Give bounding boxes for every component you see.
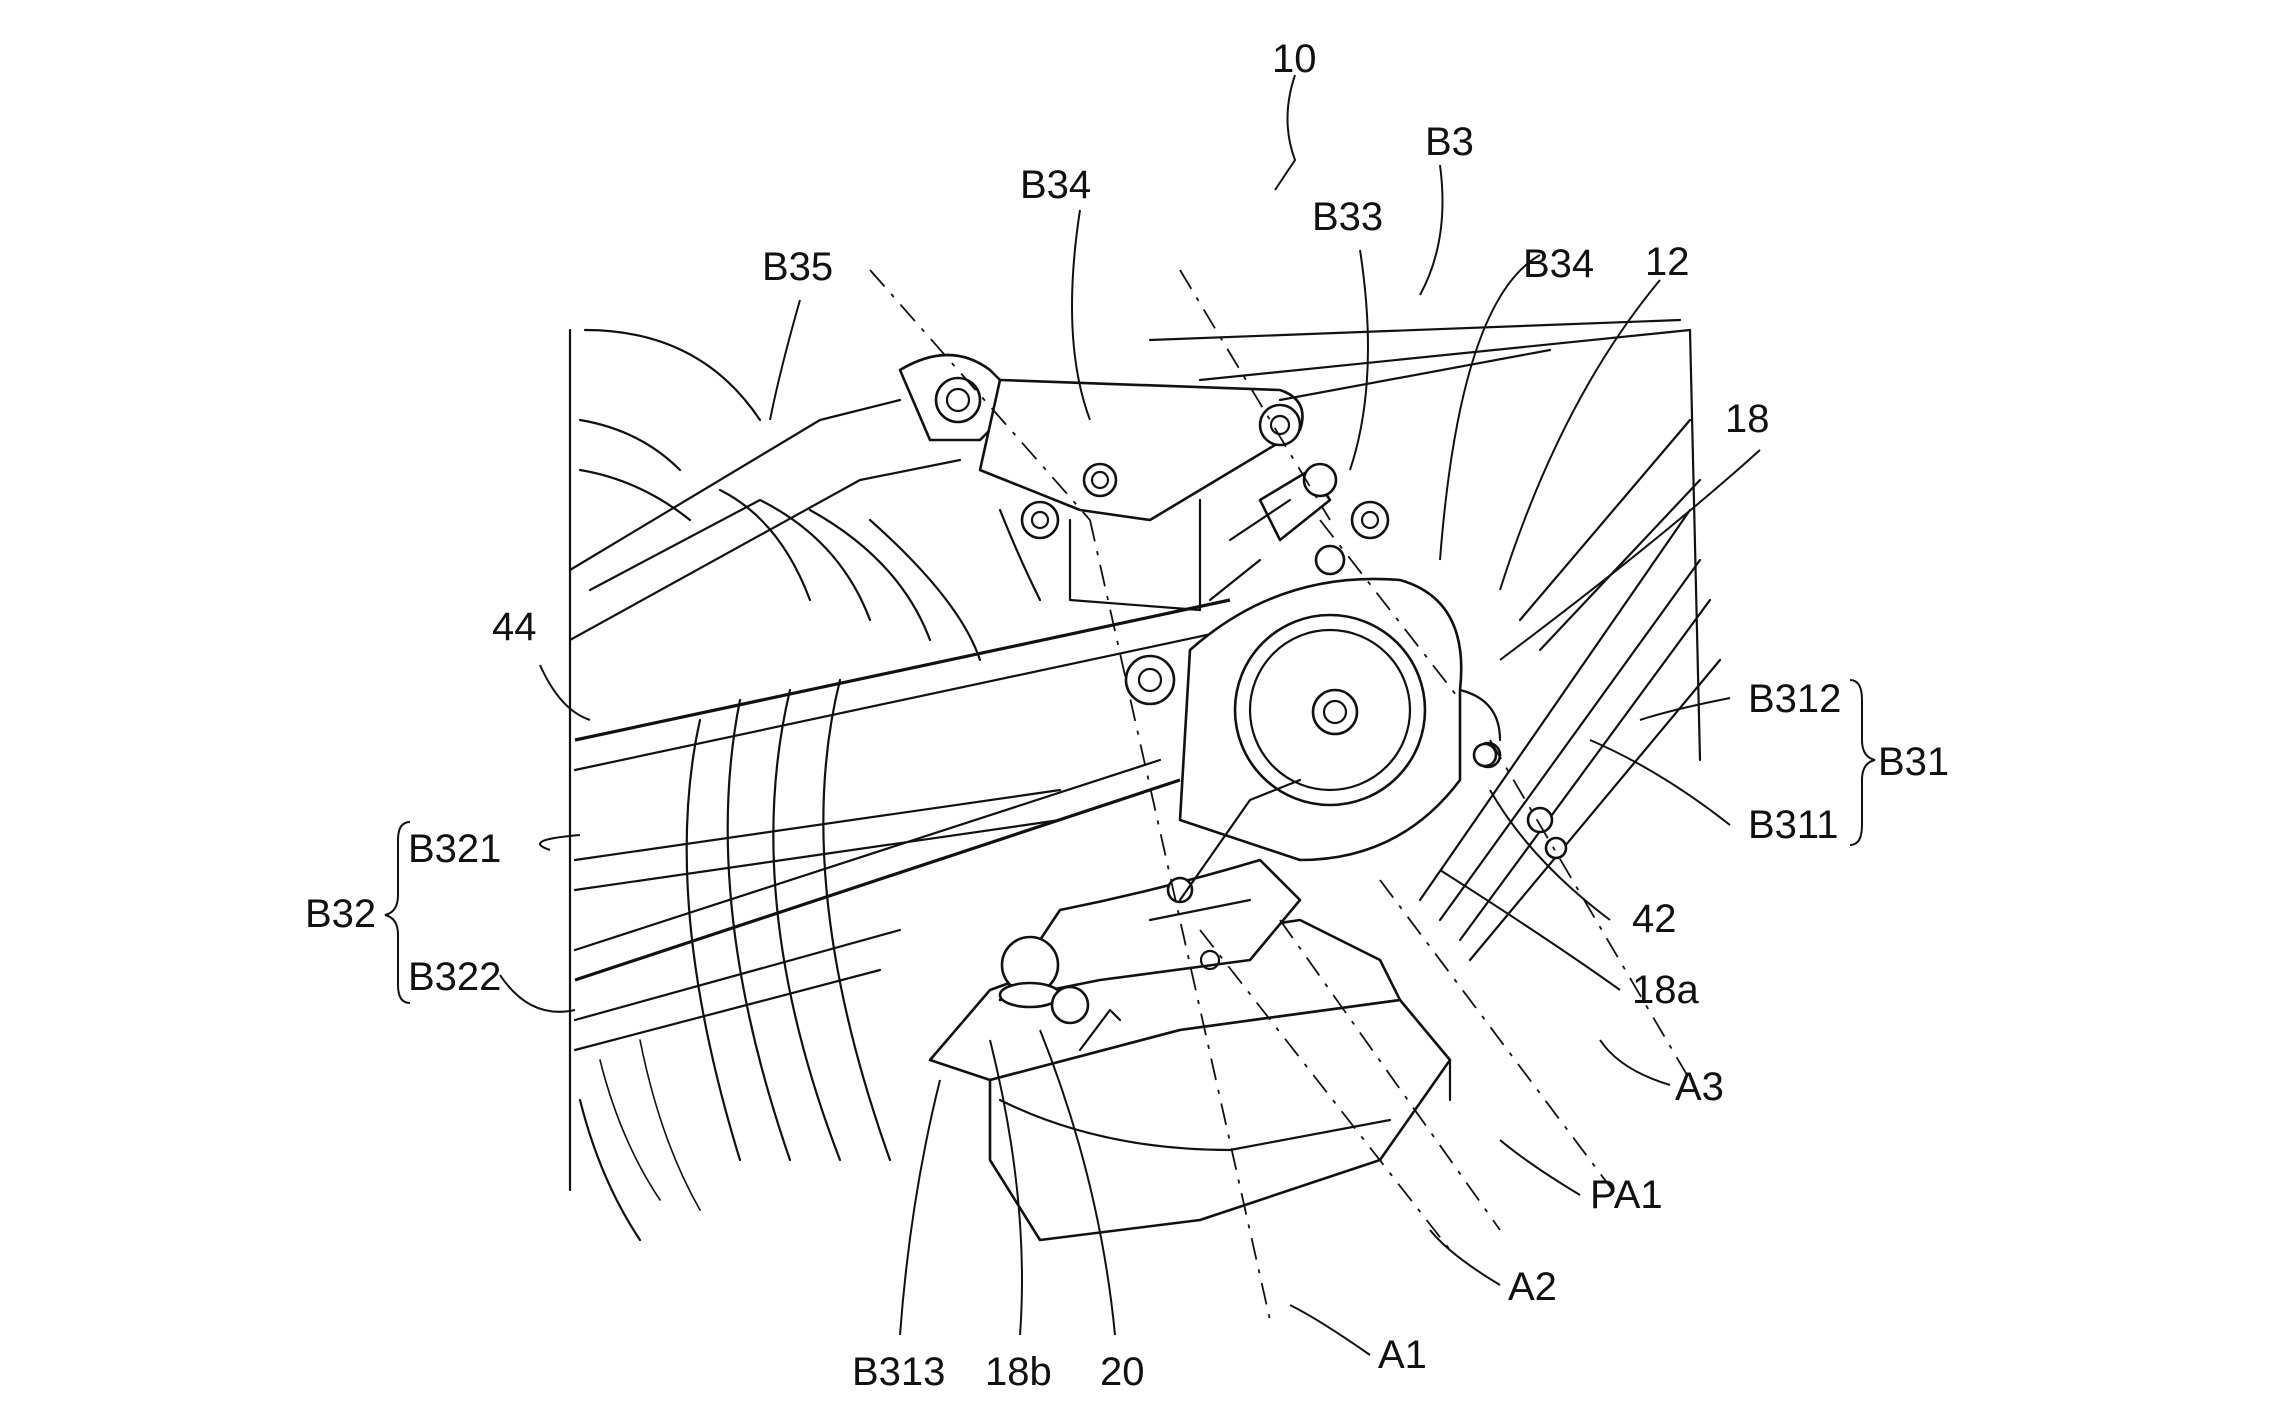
label-10: 10 [1272, 37, 1317, 81]
wheel-drum-lines [568, 328, 982, 1242]
label-b34-top: B34 [1020, 163, 1091, 207]
rod-b33 [1208, 462, 1390, 602]
label-b34-right: B34 [1523, 242, 1594, 286]
label-44: 44 [492, 605, 537, 649]
upper-arm-b35 [568, 353, 1022, 642]
label-a2: A2 [1508, 1265, 1557, 1309]
label-b311: B311 [1748, 803, 1838, 847]
label-b31: B31 [1878, 740, 1949, 784]
reference-labels: 10 B3 B34 B33 B34 12 B35 18 44 B312 B31 … [305, 37, 1949, 1394]
leader-lines [384, 74, 1876, 1356]
label-b3: B3 [1425, 120, 1474, 164]
label-b313: B313 [852, 1350, 945, 1394]
pulley-12 [1178, 577, 1502, 862]
bracket-b34 [978, 378, 1304, 612]
belt-arm-b32 [573, 598, 1232, 1052]
label-12: 12 [1645, 240, 1690, 284]
label-a3: A3 [1675, 1065, 1724, 1109]
housing-18 [928, 778, 1452, 1242]
label-42: 42 [1632, 897, 1677, 941]
axis-lines [869, 269, 1691, 1321]
label-b35: B35 [762, 245, 833, 289]
label-a1: A1 [1378, 1333, 1427, 1377]
label-18: 18 [1725, 397, 1770, 441]
label-pa1: PA1 [1590, 1173, 1663, 1217]
label-b321: B321 [408, 827, 501, 871]
label-b32: B32 [305, 892, 376, 936]
label-b312: B312 [1748, 677, 1841, 721]
label-b322: B322 [408, 955, 501, 999]
label-b33: B33 [1312, 195, 1383, 239]
label-20: 20 [1100, 1350, 1145, 1394]
label-18b: 18b [985, 1350, 1052, 1394]
label-18a: 18a [1632, 968, 1699, 1012]
